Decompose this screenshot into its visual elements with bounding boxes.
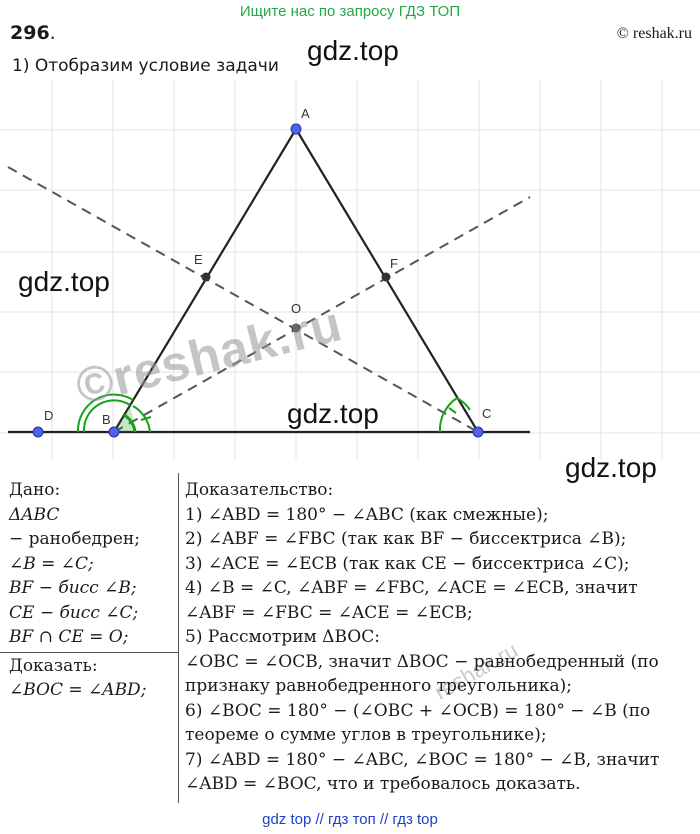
- label-e: E: [194, 252, 203, 267]
- given-line: ∠B = ∠C;: [9, 553, 94, 574]
- angle-marks: [76, 393, 471, 433]
- label-f: F: [390, 256, 398, 271]
- table-divider-horizontal: [0, 652, 178, 653]
- proof-line: признаку равнобедренного треугольника);: [185, 676, 572, 696]
- given-line: BF ∩ CE = O;: [9, 627, 129, 647]
- label-c: C: [482, 406, 491, 421]
- proof-line: 4) ∠B = ∠C, ∠ABF = ∠FBC, ∠ACE = ∠ECB, зн…: [185, 578, 638, 598]
- label-b: B: [102, 412, 111, 427]
- copyright: © reshak.ru: [616, 25, 692, 42]
- proof-line: 1) ∠ABD = 180° − ∠ABC (как смежные);: [185, 504, 549, 525]
- footer-links[interactable]: gdz top // гдз топ // гдз top: [262, 811, 438, 828]
- proof-line: Доказательство:: [185, 480, 334, 500]
- label-d: D: [44, 408, 53, 423]
- given-block: Дано: ΔABC − ранобедрен; ∠B = ∠C; BF − б…: [9, 478, 146, 703]
- proof-line: 6) ∠BOC = 180° − (∠OBC + ∠OCB) = 180° − …: [185, 700, 651, 721]
- table-divider-vertical: [178, 473, 179, 803]
- proof-line: 7) ∠ABD = 180° − ∠ABC, ∠BOC = 180° − ∠B,…: [185, 749, 660, 770]
- proof-line: теореме о сумме углов в треугольнике);: [185, 725, 547, 745]
- proof-line: ∠OBC = ∠OCB, значит ΔBOC − равнобедренны…: [185, 651, 659, 672]
- given-line: BF − бисс ∠B;: [9, 578, 137, 598]
- watermark-gdz-top-2: gdz.top: [18, 266, 110, 297]
- points: [32, 123, 484, 438]
- given-line: Дано:: [9, 480, 61, 500]
- label-a: A: [301, 106, 310, 121]
- proof-line: 2) ∠ABF = ∠FBC (так как BF − биссектриса…: [185, 529, 627, 549]
- task-number-dot: .: [49, 22, 56, 44]
- prove-heading: Доказать:: [9, 655, 98, 676]
- label-o: O: [291, 301, 301, 316]
- search-banner: Ищите нас по запросу ГДЗ ТОП: [239, 3, 461, 20]
- given-line: CE − бисс ∠C;: [9, 602, 139, 623]
- proof-line: 3) ∠ACE = ∠ECB (так как CE − биссектриса…: [185, 553, 630, 574]
- step-1-heading: 1) Отобразим условие задачи: [12, 56, 279, 76]
- proof-block: Доказательство: 1) ∠ABD = 180° − ∠ABC (к…: [185, 478, 659, 797]
- proof-line: 5) Рассмотрим ΔBOC:: [185, 627, 380, 647]
- watermark-gdz-top-3: gdz.top: [287, 398, 379, 429]
- proof-line: ∠ABF = ∠FBC = ∠ACE = ∠ECB;: [185, 602, 473, 623]
- angle-fill-b: [114, 405, 136, 432]
- given-line: − ранобедрен;: [9, 529, 140, 549]
- bisector-ce: [7, 166, 479, 433]
- proof-line: ∠ABD = ∠BOC, что и требовалось доказать.: [185, 774, 581, 794]
- triangle-figure: A E F O D B C: [0, 80, 700, 460]
- bisector-bf: [113, 196, 531, 433]
- prove-line: ∠BOC = ∠ABD;: [9, 680, 147, 700]
- given-line: ΔABC: [9, 504, 60, 525]
- task-number-value: 296: [10, 22, 50, 44]
- task-number: 296.: [10, 22, 56, 44]
- watermark-gdz-top-1: gdz.top: [307, 35, 399, 66]
- watermark-gdz-top-4: gdz.top: [565, 452, 657, 483]
